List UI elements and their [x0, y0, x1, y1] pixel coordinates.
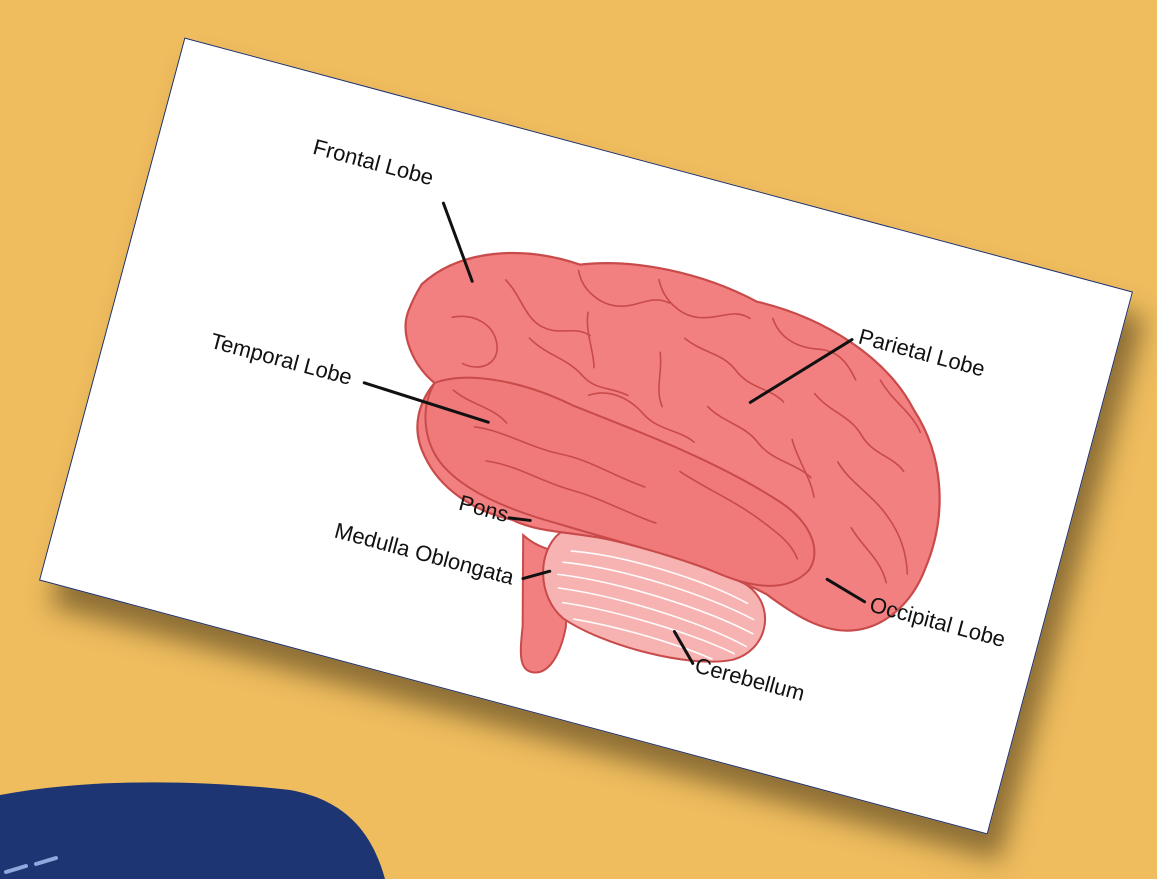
blob-shape	[0, 782, 385, 879]
